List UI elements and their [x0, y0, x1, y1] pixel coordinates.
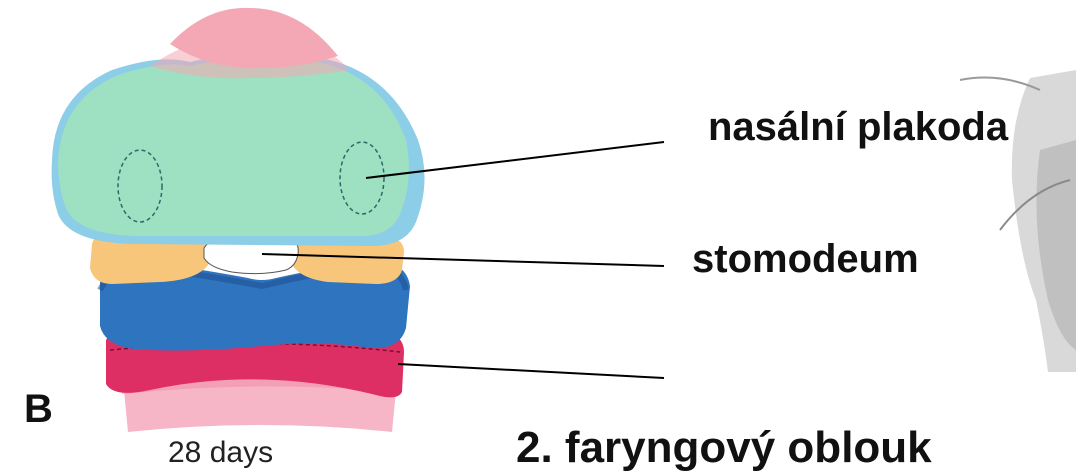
label-stomodeum: stomodeum — [692, 237, 919, 281]
frontonasal-process — [58, 57, 409, 236]
label-pharyngeal-arch: 2. faryngový oblouk — [516, 423, 932, 472]
label-nasal-placode: nasální plakoda — [708, 105, 1009, 149]
panel-letter: B — [24, 387, 53, 431]
stage-caption: 28 days — [168, 436, 273, 469]
leader-line-pharyngeal-arch — [398, 364, 664, 378]
